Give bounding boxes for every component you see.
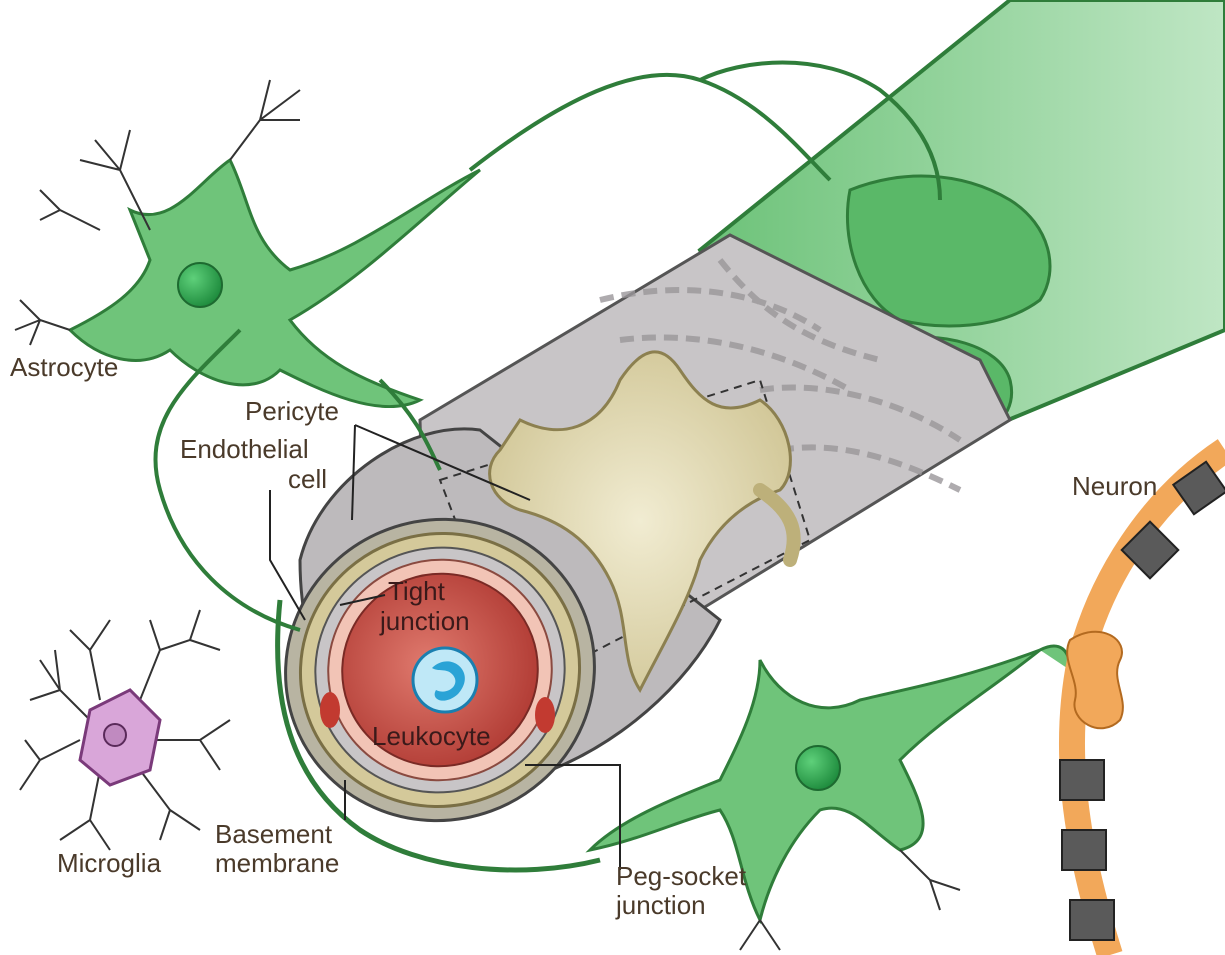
- label-peg-socket-2: junction: [615, 890, 706, 920]
- label-peg-socket-1: Peg-socket: [616, 861, 747, 891]
- label-leukocyte: Leukocyte: [372, 721, 491, 751]
- label-basement-1: Basement: [215, 819, 333, 849]
- leukocyte-cell: [413, 648, 477, 712]
- label-endothelial-1: Endothelial: [180, 434, 309, 464]
- neuron-axon: [1060, 450, 1225, 955]
- microglia-cell: [20, 610, 230, 850]
- label-tight-junction-1: Tight: [388, 576, 446, 606]
- label-endothelial-2: cell: [288, 464, 327, 494]
- label-neuron: Neuron: [1072, 471, 1157, 501]
- label-pericyte: Pericyte: [245, 396, 339, 426]
- label-microglia: Microglia: [57, 848, 162, 878]
- label-astrocyte: Astrocyte: [10, 352, 118, 382]
- label-tight-junction-2: junction: [379, 606, 470, 636]
- label-basement-2: membrane: [215, 848, 339, 878]
